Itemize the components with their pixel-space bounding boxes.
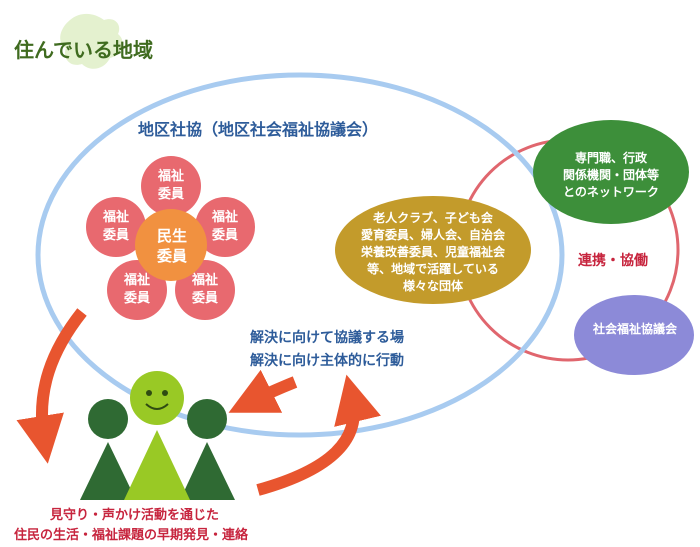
groups-line: 等、地域で活躍している xyxy=(367,262,499,276)
person-left-body xyxy=(80,442,136,500)
groups-line: 老人クラブ、子ども会 xyxy=(373,211,493,225)
petal-label-line: 福祉 xyxy=(211,210,238,225)
expert-line: 専門職、行政 xyxy=(574,151,647,165)
petal-right xyxy=(195,197,255,257)
residents-group-icon xyxy=(80,371,235,500)
person-center-head xyxy=(130,371,184,425)
center-label-line: 民生 xyxy=(156,227,187,245)
petal-left xyxy=(86,197,146,257)
petal-label-line: 委員 xyxy=(211,228,238,243)
petal-label-line: 福祉 xyxy=(123,273,150,288)
groups-line: 様々な団体 xyxy=(402,279,463,293)
person-center-body xyxy=(124,430,190,500)
petal-top xyxy=(141,156,201,216)
expert-line: とのネットワーク xyxy=(563,185,659,199)
expert-line: 関係機関・団体等 xyxy=(562,168,659,182)
early-detection-label: 住民の生活・福祉課題の早期発見・連絡 xyxy=(14,528,249,543)
solve-discussion-label: 解決に向けて協議する場 xyxy=(250,330,404,346)
person-right-body xyxy=(180,442,235,500)
collaboration-label: 連携・協働 xyxy=(578,253,648,269)
watch-activity-label: 見守り・声かけ活動を通じた xyxy=(50,508,220,523)
experts-ellipse xyxy=(533,120,689,224)
petal-label-line: 委員 xyxy=(157,187,184,202)
petal-label-top: 福祉 委員 xyxy=(143,168,199,204)
petal-label-line: 委員 xyxy=(191,291,218,306)
social-welfare-council-label: 社会福祉協議会 xyxy=(592,322,677,336)
petal-label-line: 委員 xyxy=(123,291,150,306)
petal-label-line: 福祉 xyxy=(102,210,129,225)
solve-action-label: 解決に向け主体的に行動 xyxy=(250,353,404,369)
person-center-eye-right xyxy=(162,390,168,396)
community-groups-label: 老人クラブ、子ども会 愛育委員、婦人会、自治会 栄養改善委員、児童福祉会 等、地… xyxy=(340,210,526,295)
area-title: 住んでいる地域 xyxy=(14,38,153,62)
arrow-left-down xyxy=(16,308,87,464)
flower-diagram xyxy=(86,156,255,320)
arrow-from-people-up xyxy=(256,374,381,496)
petal-label-right: 福祉 委員 xyxy=(197,209,253,245)
district-council-title: 地区社協（地区社会福祉協議会） xyxy=(138,120,379,139)
flower-center xyxy=(135,209,207,281)
center-label-line: 委員 xyxy=(156,247,187,265)
council-ellipse xyxy=(574,295,694,375)
groups-line: 愛育委員、婦人会、自治会 xyxy=(360,228,505,242)
arrow-to-people xyxy=(228,369,298,413)
groups-line: 栄養改善委員、児童福祉会 xyxy=(360,245,505,259)
person-center-eye-left xyxy=(146,390,152,396)
petal-label-bottom-right: 福祉 委員 xyxy=(177,272,233,308)
petal-label-line: 福祉 xyxy=(191,273,218,288)
person-left-head xyxy=(88,399,128,439)
community-ellipse xyxy=(35,72,565,438)
petal-label-left: 福祉 委員 xyxy=(88,209,144,245)
petal-label-bottom-left: 福祉 委員 xyxy=(109,272,165,308)
petal-label-line: 委員 xyxy=(102,228,129,243)
expert-network-label: 専門職、行政 関係機関・団体等 とのネットワーク xyxy=(536,150,686,201)
region-map-icon xyxy=(60,13,123,69)
person-right-head xyxy=(187,399,227,439)
petal-label-line: 福祉 xyxy=(157,169,184,184)
groups-ellipse xyxy=(335,196,531,304)
welfare-commissioner-label: 民生 委員 xyxy=(140,226,204,266)
person-center-smile xyxy=(145,403,169,410)
